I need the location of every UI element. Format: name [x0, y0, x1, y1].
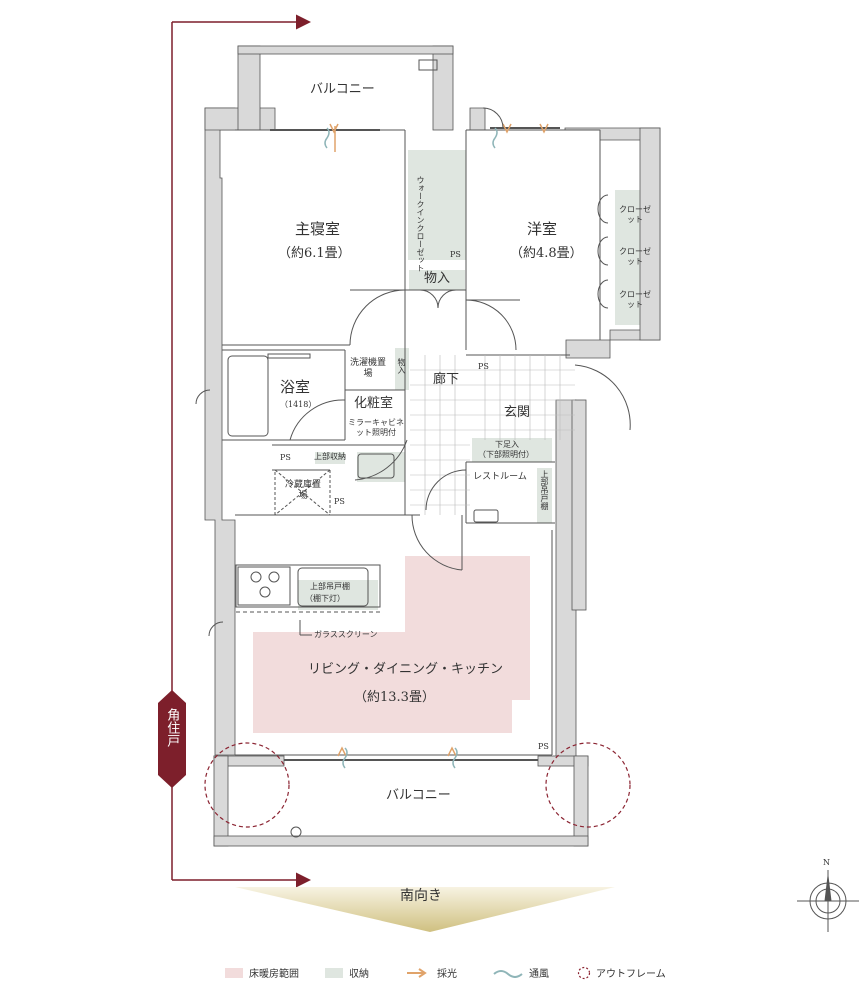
- ventilation-wave-icon: [493, 969, 523, 978]
- legend: 床暖房範囲 収納 採光 通風 アウトフレーム: [0, 965, 868, 980]
- balcony-bottom-label: バルコニー: [386, 788, 451, 803]
- floor-heating-swatch-icon: [225, 967, 243, 978]
- storage-label: 物入: [424, 271, 451, 286]
- south-direction-fan: [235, 887, 615, 932]
- closet-label-1: クローゼット: [619, 205, 651, 224]
- ldk-label: リビング・ダイニング・キッチン: [308, 662, 504, 677]
- legend-item-ventilation: 通風: [493, 965, 549, 980]
- walkin-closet-label: ウォークインクローゼット: [416, 176, 425, 272]
- upper-cabinet-label: 上部収納: [314, 452, 346, 461]
- storage-swatch-icon: [325, 967, 343, 978]
- corridor-label: 廊下: [433, 372, 460, 387]
- corner-unit-line: [158, 14, 311, 888]
- fridge-space: [274, 469, 331, 516]
- bathroom-label: 浴室: [280, 378, 311, 396]
- ps-label-4: PS: [334, 497, 345, 506]
- master-bedroom-size: （約6.1畳）: [278, 246, 351, 261]
- kitchen-cabinet-label: 上部吊戸棚: [310, 582, 350, 591]
- small-storage-label: 物入: [397, 358, 406, 374]
- western-room-size: （約4.8畳）: [510, 246, 583, 261]
- vanity-label: 化粧室: [354, 396, 394, 411]
- shoe-cabinet-label: 下足入: [495, 440, 519, 449]
- washer-label: 洗濯機置場: [349, 358, 386, 380]
- bathtub: [227, 355, 269, 437]
- corner-unit-badge-shape: [158, 690, 186, 788]
- restroom-cabinet-label: 上部吊戸棚: [540, 470, 549, 510]
- ps-label-3: PS: [280, 453, 291, 462]
- outframe-circle-icon: [577, 966, 591, 979]
- glass-screen-label: ガラススクリーン: [314, 630, 378, 639]
- corridor-floor-grid: [410, 355, 575, 515]
- legend-item-light: 採光: [405, 965, 457, 980]
- shoe-cabinet-note: （下部照明付）: [478, 450, 534, 459]
- master-bedroom-label: 主寝室: [295, 220, 341, 238]
- fridge-space-label: 冷蔵庫置場: [284, 480, 321, 502]
- ps-label-2: PS: [478, 362, 489, 371]
- interior-walls: [222, 127, 601, 761]
- mirror-cabinet-label: ミラーキャビネット照明付: [348, 418, 404, 437]
- washbasin: [357, 453, 395, 479]
- south-direction-label: 南向き: [400, 888, 442, 904]
- walls: [204, 45, 661, 847]
- window-markers: [324, 123, 549, 769]
- floor-heating-area: [253, 556, 530, 733]
- ldk-size: （約13.3畳）: [354, 690, 435, 705]
- ps-label-1: PS: [450, 250, 461, 259]
- closet-label-3: クローゼット: [619, 290, 651, 309]
- kitchen-counter: [235, 564, 381, 608]
- entrance-label: 玄関: [504, 405, 531, 420]
- compass-north-label: N: [823, 858, 830, 867]
- toilet-bowl: [473, 509, 499, 523]
- closet-label-2: クローゼット: [619, 247, 651, 266]
- compass-icon: [797, 870, 859, 932]
- balcony-top-label: バルコニー: [310, 82, 375, 97]
- light-arrow-icon: [407, 967, 427, 978]
- ps-label-5: PS: [538, 742, 549, 751]
- restroom-label: レストルーム: [473, 472, 527, 482]
- outframe-circles: [204, 742, 631, 828]
- kitchen-cabinet-note: （棚下灯）: [305, 594, 345, 603]
- fixtures: [227, 59, 499, 838]
- doors: [195, 107, 631, 637]
- legend-item-outframe: アウトフレーム: [577, 965, 666, 980]
- western-room-label: 洋室: [527, 220, 558, 238]
- legend-item-storage: 収納: [325, 965, 369, 980]
- legend-item-floor-heating: 床暖房範囲: [225, 965, 299, 980]
- bathroom-size: （1418）: [280, 400, 317, 409]
- corner-unit-badge: 角住戸: [164, 708, 180, 747]
